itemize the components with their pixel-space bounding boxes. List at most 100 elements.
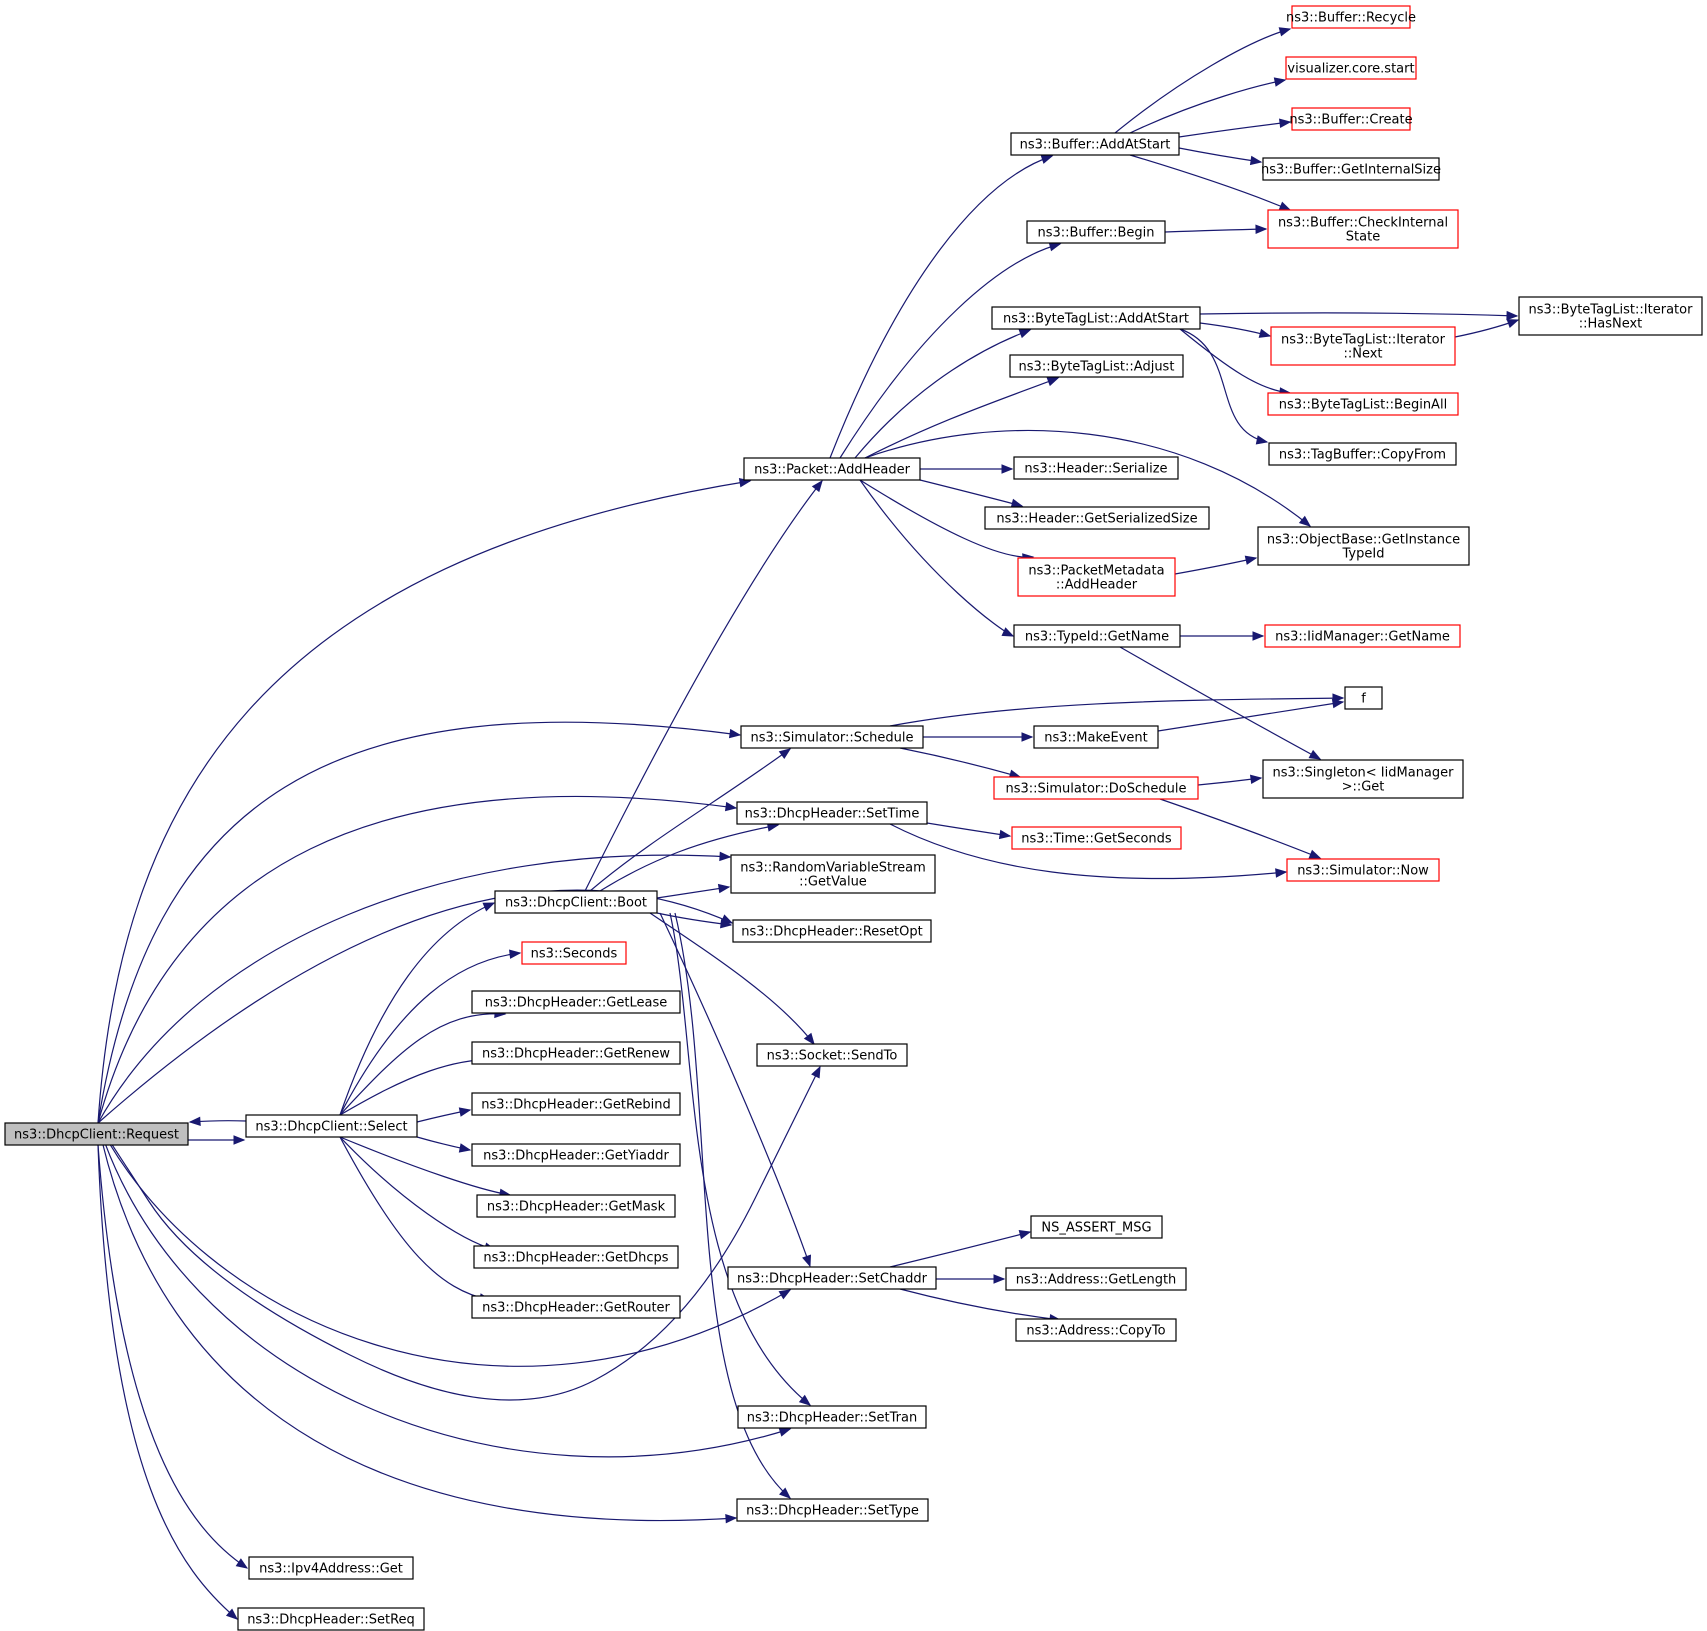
node-settran[interactable]: ns3::DhcpHeader::SetTran (737, 1405, 927, 1429)
node-pm-addheader[interactable]: ns3::PacketMetadata::AddHeader (1017, 557, 1176, 597)
node-box[interactable] (991, 306, 1201, 330)
node-box[interactable] (471, 1041, 681, 1065)
node-box[interactable] (1286, 858, 1440, 882)
node-box[interactable] (1291, 107, 1411, 131)
node-setchaddr[interactable]: ns3::DhcpHeader::SetChaddr (727, 1266, 937, 1290)
node-box[interactable] (1264, 624, 1461, 648)
node-box[interactable] (471, 990, 681, 1014)
node-getvalue[interactable]: ns3::RandomVariableStream::GetValue (730, 854, 936, 894)
node-sendto[interactable]: ns3::Socket::SendTo (756, 1043, 908, 1067)
node-buf-create[interactable]: ns3::Buffer::Create (1289, 107, 1413, 131)
node-hdr-serialize[interactable]: ns3::Header::Serialize (1013, 456, 1179, 480)
node-nsassert[interactable]: NS_ASSERT_MSG (1030, 1215, 1163, 1239)
node-getrenew[interactable]: ns3::DhcpHeader::GetRenew (471, 1041, 681, 1065)
node-addheader[interactable]: ns3::Packet::AddHeader (743, 457, 921, 481)
node-box[interactable] (471, 1092, 681, 1116)
node-box[interactable] (736, 1498, 929, 1522)
node-viz-start[interactable]: visualizer.core.start (1285, 56, 1417, 80)
node-box[interactable] (473, 1245, 679, 1269)
node-box[interactable] (1013, 624, 1181, 648)
node-settime[interactable]: ns3::DhcpHeader::SetTime (736, 801, 928, 825)
node-iter-hasnext[interactable]: ns3::ByteTagList::Iterator::HasNext (1518, 296, 1703, 336)
node-box[interactable] (1011, 826, 1182, 850)
node-doschedule[interactable]: ns3::Simulator::DoSchedule (993, 776, 1199, 800)
node-box[interactable] (727, 1266, 937, 1290)
node-box[interactable] (740, 725, 924, 749)
node-getmask[interactable]: ns3::DhcpHeader::GetMask (476, 1194, 676, 1218)
node-box[interactable] (1017, 557, 1176, 597)
node-box[interactable] (476, 1194, 676, 1218)
node-box[interactable] (1010, 132, 1180, 156)
node-getrouter[interactable]: ns3::DhcpHeader::GetRouter (471, 1295, 681, 1319)
node-getlease[interactable]: ns3::DhcpHeader::GetLease (471, 990, 681, 1014)
node-box[interactable] (1005, 1267, 1187, 1291)
node-box[interactable] (1344, 686, 1383, 710)
node-box[interactable] (1009, 354, 1184, 378)
node-setreq[interactable]: ns3::DhcpHeader::SetReq (237, 1607, 425, 1631)
node-btl-adjust[interactable]: ns3::ByteTagList::Adjust (1009, 354, 1184, 378)
node-box[interactable] (730, 854, 936, 894)
node-btl-beginall[interactable]: ns3::ByteTagList::BeginAll (1267, 392, 1459, 416)
node-f[interactable]: f (1344, 686, 1383, 710)
node-box[interactable] (1030, 1215, 1163, 1239)
node-box[interactable] (1257, 526, 1470, 566)
node-box[interactable] (1262, 759, 1464, 799)
node-request[interactable]: ns3::DhcpClient::Request (4, 1122, 189, 1146)
node-box[interactable] (245, 1114, 418, 1138)
node-recycle[interactable]: ns3::Buffer::Recycle (1286, 5, 1416, 29)
node-typeid-getname[interactable]: ns3::TypeId::GetName (1013, 624, 1181, 648)
node-box[interactable] (1262, 157, 1440, 181)
node-schedule[interactable]: ns3::Simulator::Schedule (740, 725, 924, 749)
node-addr-copyto[interactable]: ns3::Address::CopyTo (1015, 1318, 1177, 1342)
node-select[interactable]: ns3::DhcpClient::Select (245, 1114, 418, 1138)
node-box[interactable] (1518, 296, 1703, 336)
node-makeevent[interactable]: ns3::MakeEvent (1033, 725, 1159, 749)
node-addr-getlength[interactable]: ns3::Address::GetLength (1005, 1267, 1187, 1291)
node-box[interactable] (736, 801, 928, 825)
node-getrebind[interactable]: ns3::DhcpHeader::GetRebind (471, 1092, 681, 1116)
node-box[interactable] (494, 890, 658, 914)
node-box[interactable] (471, 1295, 681, 1319)
node-box[interactable] (732, 919, 932, 943)
node-singleton-get[interactable]: ns3::Singleton< IidManager>::Get (1262, 759, 1464, 799)
node-getdhcps[interactable]: ns3::DhcpHeader::GetDhcps (473, 1245, 679, 1269)
node-hdr-getsize[interactable]: ns3::Header::GetSerializedSize (984, 506, 1210, 530)
node-box[interactable] (993, 776, 1199, 800)
node-box[interactable] (4, 1122, 189, 1146)
node-box[interactable] (1270, 326, 1456, 366)
node-box[interactable] (237, 1607, 425, 1631)
node-box[interactable] (471, 1143, 681, 1167)
node-box[interactable] (1291, 5, 1411, 29)
node-box[interactable] (737, 1405, 927, 1429)
node-box[interactable] (984, 506, 1210, 530)
node-box[interactable] (1026, 220, 1166, 244)
node-resetopt[interactable]: ns3::DhcpHeader::ResetOpt (732, 919, 932, 943)
node-box[interactable] (521, 941, 627, 965)
node-iid-getname[interactable]: ns3::IidManager::GetName (1264, 624, 1461, 648)
node-box[interactable] (1015, 1318, 1177, 1342)
node-box[interactable] (756, 1043, 908, 1067)
node-box[interactable] (1267, 209, 1459, 249)
node-box[interactable] (743, 457, 921, 481)
node-seconds[interactable]: ns3::Seconds (521, 941, 627, 965)
node-box[interactable] (1267, 392, 1459, 416)
node-getyiaddr[interactable]: ns3::DhcpHeader::GetYiaddr (471, 1143, 681, 1167)
node-settype[interactable]: ns3::DhcpHeader::SetType (736, 1498, 929, 1522)
node-iter-next[interactable]: ns3::ByteTagList::Iterator::Next (1270, 326, 1456, 366)
node-box[interactable] (1013, 456, 1179, 480)
node-box[interactable] (248, 1556, 414, 1580)
node-ipv4get[interactable]: ns3::Ipv4Address::Get (248, 1556, 414, 1580)
node-addatstart[interactable]: ns3::Buffer::AddAtStart (1010, 132, 1180, 156)
node-getinternalsize[interactable]: ns3::Buffer::GetInternalSize (1261, 157, 1441, 181)
node-sim-now[interactable]: ns3::Simulator::Now (1286, 858, 1440, 882)
node-boot[interactable]: ns3::DhcpClient::Boot (494, 890, 658, 914)
node-btl-addatstart[interactable]: ns3::ByteTagList::AddAtStart (991, 306, 1201, 330)
node-box[interactable] (1033, 725, 1159, 749)
node-tagbuffer-copyfrom[interactable]: ns3::TagBuffer::CopyFrom (1268, 442, 1457, 466)
node-box[interactable] (1285, 56, 1417, 80)
node-begin[interactable]: ns3::Buffer::Begin (1026, 220, 1166, 244)
node-box[interactable] (1268, 442, 1457, 466)
node-time-getseconds[interactable]: ns3::Time::GetSeconds (1011, 826, 1182, 850)
